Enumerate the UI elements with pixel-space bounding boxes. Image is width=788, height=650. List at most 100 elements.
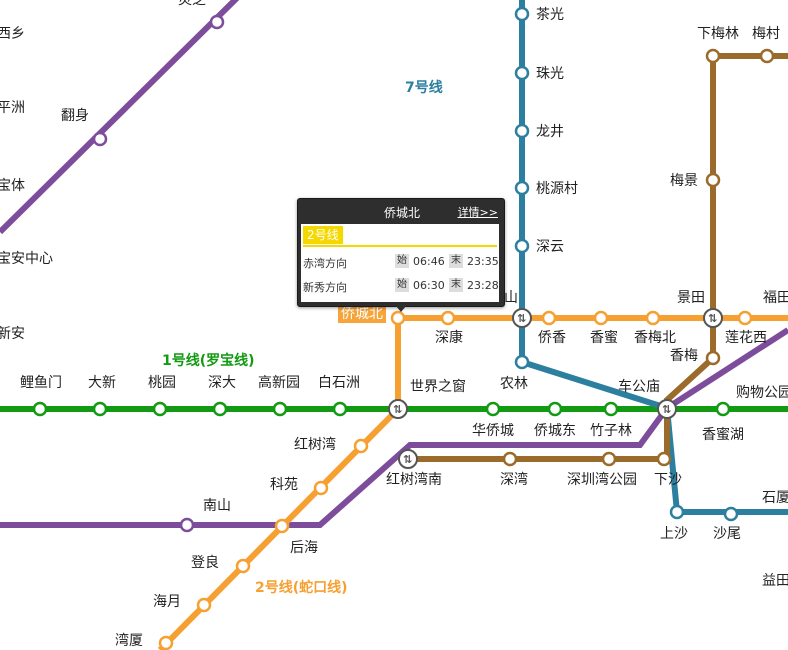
popup-header: 侨城北 详情>> xyxy=(298,199,504,223)
station-label-qiao-cheng-dong: 侨城东 xyxy=(534,423,576,439)
station-label-long-jing: 龙井 xyxy=(536,124,564,140)
station-label-gou-wu-gong-yuan: 购物公园 xyxy=(736,385,788,401)
station-dot-ke-yuan[interactable] xyxy=(313,480,329,496)
first-train-badge: 始 xyxy=(395,254,409,268)
popup-detail-link[interactable]: 详情>> xyxy=(457,206,498,219)
purple-line-south-track xyxy=(0,327,788,528)
station-dot-xiang-mei-bei[interactable] xyxy=(645,310,661,326)
station-dot-sha-wei[interactable] xyxy=(723,506,739,522)
station-dot-hou-hai[interactable] xyxy=(274,518,290,534)
station-label-gao-xin-yuan: 高新园 xyxy=(258,374,300,391)
station-label-baoan-zhongxin: 宝安中心 xyxy=(0,251,53,267)
station-dot-da-xin[interactable] xyxy=(92,401,108,417)
station-dot-shen-wan[interactable] xyxy=(502,451,518,467)
station-dot-mei-cun[interactable] xyxy=(759,48,775,64)
station-label-cha-guang: 茶光 xyxy=(536,7,564,23)
station-label-qiao-xiang: 侨香 xyxy=(538,330,566,346)
station-dot-shen-yun[interactable] xyxy=(514,238,530,254)
station-label-xia-sha: 下沙 xyxy=(654,472,682,488)
station-label-hou-hai: 后海 xyxy=(290,540,318,556)
station-dot-bai-shi-zhou[interactable] xyxy=(332,401,348,417)
station-info-popup: 侨城北 详情>> 2号线 赤湾方向 始 06:46 末 23:35 新秀方向 始… xyxy=(297,198,505,307)
svg-text:⇅: ⇅ xyxy=(517,312,526,325)
station-dot-tao-yuan[interactable] xyxy=(152,401,168,417)
station-dot-qiao-xiang[interactable] xyxy=(541,310,557,326)
station-dot-mei-jing[interactable] xyxy=(705,172,721,188)
transfer-station-hong-shu-wan-nan[interactable]: ⇅ xyxy=(398,449,418,469)
first-train-time: 06:46 xyxy=(413,255,445,268)
station-dot-deng-liang[interactable] xyxy=(235,558,251,574)
station-label-shi-xia-partial: 石厦 xyxy=(762,490,788,506)
station-label-xiang-mi: 香蜜 xyxy=(590,330,618,346)
station-label-shenzhenwan-gongyuan: 深圳湾公园 xyxy=(567,471,637,488)
station-label-shen-yun: 深云 xyxy=(536,239,564,255)
station-label-partial-top: 灵芝 xyxy=(178,0,206,8)
station-dot-shen-da[interactable] xyxy=(212,401,228,417)
station-label-mei-jing: 梅景 xyxy=(670,173,698,189)
station-dot-li-yu-men[interactable] xyxy=(32,401,48,417)
station-dot-zhu-zi-lin[interactable] xyxy=(603,401,619,417)
station-dot-wan-xia[interactable] xyxy=(158,635,174,650)
first-train-badge: 始 xyxy=(395,278,409,292)
station-dot-long-jing[interactable] xyxy=(514,123,530,139)
station-label-hai-yue: 海月 xyxy=(153,594,181,610)
station-label-nan-shan: 南山 xyxy=(203,498,231,514)
station-dot-hai-yue[interactable] xyxy=(196,597,212,613)
station-dot-tao-yuan-cun[interactable] xyxy=(514,180,530,196)
station-dot-shen-kang[interactable] xyxy=(440,310,456,326)
transfer-station-jing-tian[interactable]: ⇅ xyxy=(703,308,723,328)
station-label-da-xin: 大新 xyxy=(88,375,116,391)
popup-line-tag[interactable]: 2号线 xyxy=(303,226,343,244)
station-dot-lian-hua-xi[interactable] xyxy=(737,310,753,326)
station-label-shen-kang: 深康 xyxy=(435,329,463,346)
station-label-an-shan-partial: 山 xyxy=(504,290,518,306)
station-dot-shang-sha[interactable] xyxy=(669,504,685,520)
station-label-hong-shu-wan: 红树湾 xyxy=(294,436,336,453)
station-dot-partial-top[interactable] xyxy=(209,14,225,30)
station-label-shang-sha: 上沙 xyxy=(660,526,688,542)
last-train-time: 23:35 xyxy=(467,255,499,268)
station-label-nong-lin: 农林 xyxy=(500,376,528,392)
station-dot-xiang-mi-hu[interactable] xyxy=(715,401,731,417)
station-label-bai-shi-zhou: 白石洲 xyxy=(318,375,360,391)
station-label-shi-jie-zhi-chuang: 世界之窗 xyxy=(410,378,466,395)
station-dot-zhu-guang[interactable] xyxy=(514,65,530,81)
station-dot-shenzhenwan-gongyuan[interactable] xyxy=(601,451,617,467)
transfer-station-an-shan[interactable]: ⇅ xyxy=(512,308,532,328)
station-label-hong-shu-wan-nan: 红树湾南 xyxy=(386,471,442,488)
transfer-station-che-gong-miao[interactable]: ⇅ xyxy=(657,399,677,419)
station-label-ping-zhou: 平洲 xyxy=(0,100,25,116)
station-dot-nong-lin[interactable] xyxy=(514,354,530,370)
station-dot-xia-sha[interactable] xyxy=(656,451,672,467)
station-label-yi-tian-partial: 益田 xyxy=(762,573,788,589)
station-label-tao-yuan-cun: 桃源村 xyxy=(536,181,578,197)
station-dot-hua-qiao-cheng[interactable] xyxy=(485,401,501,417)
station-dot-qiao-cheng-bei[interactable] xyxy=(390,310,406,326)
popup-line-divider xyxy=(303,245,497,247)
station-label-zhu-zi-lin: 竹子林 xyxy=(590,423,632,439)
station-label-bao-ti: 宝体 xyxy=(0,178,25,194)
station-dot-xiang-mi[interactable] xyxy=(593,310,609,326)
station-label-qiao-cheng-bei-highlighted[interactable]: 侨城北 xyxy=(338,305,386,323)
transfer-station-shi-jie-zhi-chuang[interactable]: ⇅ xyxy=(388,399,408,419)
station-dot-fan-shen[interactable] xyxy=(92,131,108,147)
station-label-zhu-guang: 珠光 xyxy=(536,66,564,82)
station-label-xi-xiang: 西乡 xyxy=(0,26,25,42)
station-label-fan-shen: 翻身 xyxy=(61,108,89,124)
line1-label: 1号线(罗宝线) xyxy=(162,352,255,369)
station-label-deng-liang: 登良 xyxy=(191,555,219,571)
station-dot-nan-shan[interactable] xyxy=(179,517,195,533)
station-dot-gao-xin-yuan[interactable] xyxy=(272,401,288,417)
station-dot-xiang-mei[interactable] xyxy=(705,350,721,366)
line2-label: 2号线(蛇口线) xyxy=(255,579,348,596)
popup-row: 赤湾方向 始 06:46 末 23:35 xyxy=(303,253,499,271)
station-dot-hong-shu-wan[interactable] xyxy=(353,438,369,454)
svg-text:⇅: ⇅ xyxy=(403,453,412,466)
station-dot-xia-mei-lin[interactable] xyxy=(705,48,721,64)
line9-track xyxy=(408,53,788,462)
station-label-fu-tian: 福田 xyxy=(763,290,788,306)
popup-station-name: 侨城北 xyxy=(384,206,421,220)
station-dot-cha-guang[interactable] xyxy=(514,6,530,22)
station-dot-qiao-cheng-dong[interactable] xyxy=(547,401,563,417)
